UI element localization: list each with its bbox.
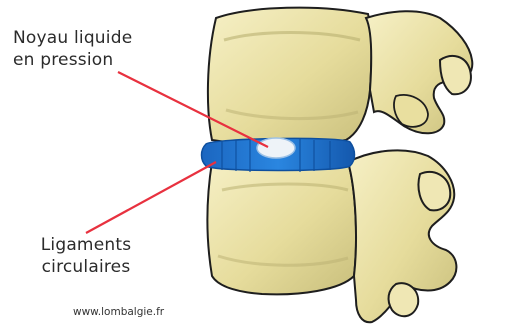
nucleus-label: Noyau liquide en pression <box>13 27 132 71</box>
upper-vertebral-body <box>208 8 371 145</box>
nucleus-label-line2: en pression <box>13 49 132 71</box>
ligaments-label: Ligaments circulaires <box>24 234 148 278</box>
pointer-ligaments <box>86 162 216 233</box>
upper-spinous-process <box>440 56 471 94</box>
ligaments-label-line2: circulaires <box>24 256 148 278</box>
upper-vertebra <box>208 8 472 145</box>
source-credit: www.lombalgie.fr <box>73 306 164 318</box>
disc-nucleus <box>257 138 295 158</box>
intervertebral-disc <box>202 138 355 172</box>
nucleus-label-line1: Noyau liquide <box>13 27 132 49</box>
lower-vertebra <box>208 150 457 322</box>
ligaments-label-line1: Ligaments <box>24 234 148 256</box>
lower-articular-process <box>389 283 419 316</box>
lower-vertebral-body <box>208 158 357 295</box>
